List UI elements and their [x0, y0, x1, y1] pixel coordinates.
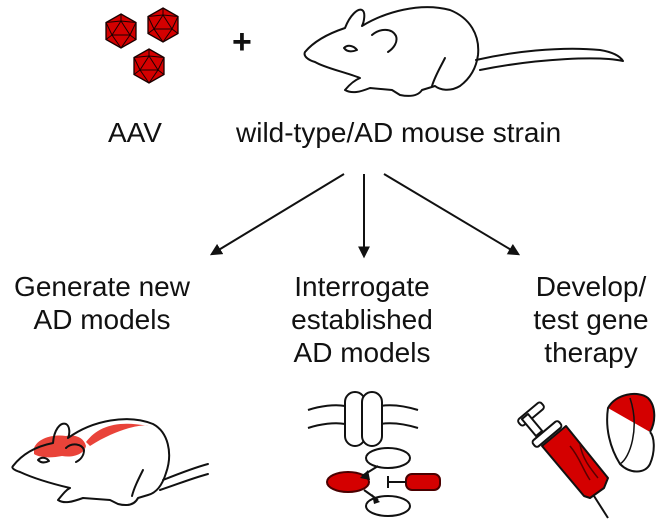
aav-capsids-icon — [105, 7, 179, 84]
branch-arrows — [209, 173, 521, 259]
aav-capsid — [147, 7, 179, 43]
mouse-brain-transduced-icon — [11, 418, 209, 507]
mouse-outline-icon — [303, 6, 624, 97]
mouse-strain-label: wild-type/AD mouse strain — [236, 117, 562, 148]
outcome-generate-label: Generate new AD models — [14, 271, 190, 335]
aav-capsid — [105, 13, 137, 49]
plus-sign: + — [232, 23, 252, 61]
signaling-pathway-icon — [307, 391, 441, 517]
syringe-capsule-dna-icon — [517, 392, 656, 519]
aav-label: AAV — [108, 117, 162, 148]
outcome-interrogate-label: Interrogate established AD models — [291, 271, 433, 368]
arrow-left — [209, 173, 345, 256]
outcome-therapy-label: Develop/ test gene therapy — [533, 271, 649, 368]
aav-capsid — [133, 48, 165, 84]
arrow-right — [383, 173, 521, 256]
